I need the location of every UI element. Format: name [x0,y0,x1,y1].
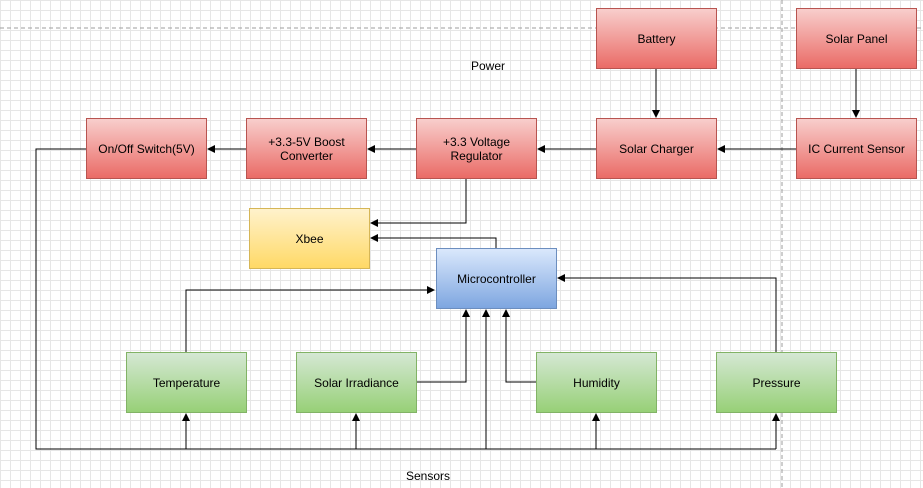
temperature-sensor-block[interactable]: Temperature [126,352,247,413]
wire-mcu-xbee [370,234,497,248]
voltage-regulator-label: +3.3 Voltage Regulator [442,134,511,163]
sensors-section-label: Sensors [406,469,451,483]
pressure-sensor-block[interactable]: Pressure [716,352,837,413]
wire-pressure-mcu [557,274,777,352]
wire-temperature-mcu [185,286,435,352]
solar-charger-label: Solar Charger [619,141,694,156]
wire-humidity-mcu [502,309,536,383]
solar-panel-label: Solar Panel [825,31,888,46]
boost-converter-label: +3.3-5V Boost Converter [268,134,345,163]
current-sensor-block[interactable]: IC Current Sensor [796,118,917,179]
boost-converter-block[interactable]: +3.3-5V Boost Converter [246,118,367,179]
microcontroller-label: Microcontroller [457,271,536,286]
microcontroller-block[interactable]: Microcontroller [436,248,557,309]
on-off-switch-block[interactable]: On/Off Switch(5V) [86,118,207,179]
xbee-label: Xbee [295,231,324,246]
on-off-switch-label: On/Off Switch(5V) [98,141,195,156]
humidity-sensor-block[interactable]: Humidity [536,352,657,413]
solar-irradiance-sensor-block[interactable]: Solar Irradiance [296,352,417,413]
solar-panel-block[interactable]: Solar Panel [796,8,917,69]
xbee-block[interactable]: Xbee [249,208,370,269]
voltage-regulator-block[interactable]: +3.3 Voltage Regulator [416,118,537,179]
solar-charger-block[interactable]: Solar Charger [596,118,717,179]
battery-label: Battery [637,31,676,46]
wire-irradiance-mcu [416,309,470,383]
temperature-label: Temperature [152,375,221,390]
solar-irradiance-label: Solar Irradiance [314,375,399,390]
humidity-label: Humidity [573,375,620,390]
pressure-label: Pressure [752,375,801,390]
power-section-label: Power [471,59,506,73]
current-sensor-label: IC Current Sensor [808,141,905,156]
wire-regulator-xbee [370,179,467,227]
battery-block[interactable]: Battery [596,8,717,69]
